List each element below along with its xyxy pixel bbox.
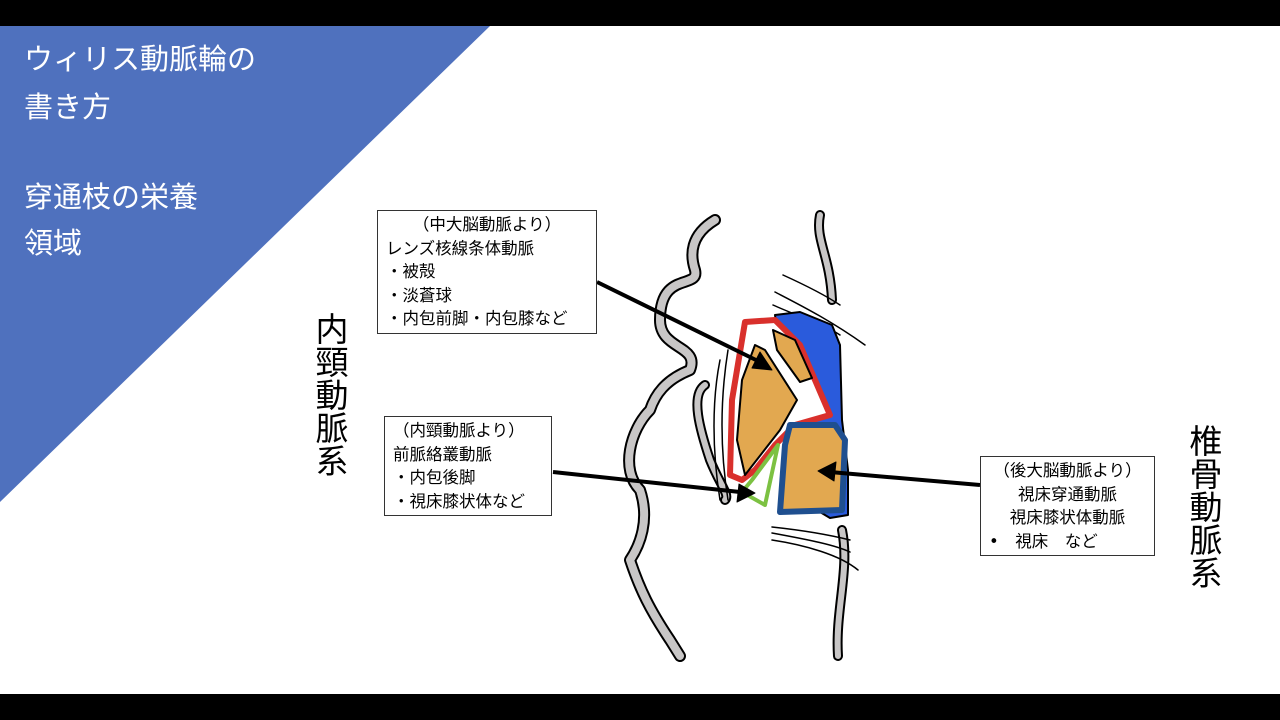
- box-line: ・内包前脚・内包膝など: [386, 309, 568, 328]
- pca-callout-box: （後大脳動脈より） 視床穿通動脈視床膝状体動脈 • 視床 など: [980, 456, 1155, 556]
- vertebral-system-label: 椎骨動脈系: [1184, 424, 1223, 589]
- title-line: 書き方: [24, 90, 112, 124]
- title-background: [0, 26, 490, 502]
- box-line: ・淡蒼球: [386, 285, 452, 305]
- box-line: 視床穿通動脈: [1018, 484, 1117, 504]
- globus-pallidus: [772, 329, 813, 383]
- subtitle-line: 穿通枝の栄養: [24, 180, 199, 214]
- box-line: 前脈絡叢動脈: [393, 444, 492, 464]
- box-line: 視床膝状体動脈: [1009, 508, 1126, 527]
- ica-callout-box: （内頸動脈より） 前脈絡叢動脈・内包後脚・視床膝状体など: [384, 416, 552, 516]
- box-line: ・視床膝状体など: [393, 491, 525, 511]
- putamen: [736, 344, 798, 476]
- subtitle-line: 領域: [24, 226, 83, 260]
- box-line: （内頸動脈より）: [393, 421, 525, 440]
- box-line: ・内包後脚: [393, 468, 476, 487]
- slide: ウィリス動脈輪の 書き方 穿通枝の栄養 領域 内頸動脈系 椎骨動脈系: [0, 26, 1280, 694]
- thalamus: [777, 422, 848, 515]
- box-line: レンズ核線条体動脈: [386, 238, 535, 258]
- arrows: [552, 280, 981, 503]
- box-line: • 視床 など: [989, 531, 1098, 551]
- mca-callout-box: （中大脳動脈より） レンズ核線条体動脈・被殻・淡蒼球・内包前脚・内包膝など: [377, 210, 597, 334]
- box-line: （後大脳動脈より）: [993, 461, 1142, 480]
- box-line: （中大脳動脈より）: [412, 215, 562, 234]
- title-line: ウィリス動脈輪の: [24, 42, 257, 76]
- internal-capsule-diagram: [552, 210, 981, 662]
- box-line: ・被殻: [386, 262, 436, 281]
- internal-carotid-system-label: 内頸動脈系: [310, 312, 349, 477]
